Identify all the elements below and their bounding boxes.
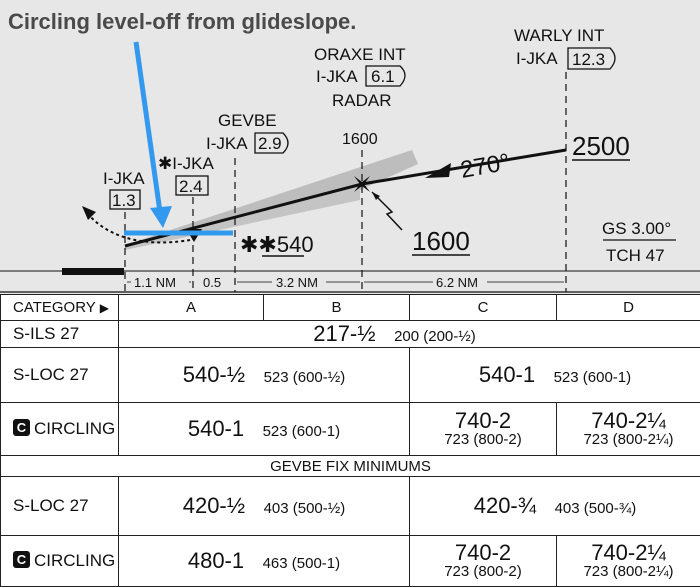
ijka-fix-dme: 1.3 — [112, 191, 136, 210]
circling-c-small: 723 (800-2) — [444, 432, 522, 448]
sils-row: S-ILS 27 217-½ 200 (200-½) — [1, 321, 700, 348]
circling-ab-small: 523 (600-1) — [263, 423, 341, 440]
minima-table: CATEGORY ▶ A B C D S-ILS 27 217-½ 200 (2… — [0, 294, 700, 587]
course-arrowhead — [425, 163, 451, 178]
category-header: CATEGORY ▶ — [1, 295, 119, 321]
gevbe-name: GEVBE — [218, 111, 277, 130]
category-b-header: B — [264, 295, 410, 321]
circling-arc-arrowhead — [82, 206, 96, 220]
gevbe-ident: I-JKA — [206, 134, 248, 153]
gevbe-title-row: GEVBE FIX MINIMUMS — [1, 456, 700, 477]
gevbe-circling-ab-small: 463 (500-1) — [263, 555, 341, 572]
sils-small: 200 (200-½) — [394, 328, 476, 345]
circling-fix-ident: ✱I-JKA — [158, 154, 214, 173]
circling-label: CIRCLING — [34, 419, 115, 438]
circling-c-big: 740-2 — [444, 409, 522, 432]
oraxe-ident: I-JKA — [316, 67, 358, 86]
gevbe-circling-c-big: 740-2 — [444, 541, 522, 564]
gevbe-altitude: ✱✱540 — [240, 232, 314, 257]
sloc-ab-small: 523 (600-½) — [264, 369, 346, 386]
sloc-cd-small: 523 (600-1) — [554, 369, 632, 386]
oraxe-gs-altitude: 1600 — [412, 226, 470, 256]
profile-view: Circling level-off from glideslope. WARL… — [0, 0, 700, 296]
category-a-header: A — [119, 295, 264, 321]
gevbe-circling-ab-minima: 480-1 463 (500-1) — [119, 536, 410, 587]
circling-ab-big: 540-1 — [188, 416, 244, 441]
circling-fix-dme: 2.4 — [179, 177, 203, 196]
gevbe-circling-label: CIRCLING — [34, 551, 115, 570]
sloc-ab-big: 540-½ — [183, 362, 245, 387]
circling-ab-minima: 540-1 523 (600-1) — [119, 403, 410, 456]
warly-name: WARLY INT — [514, 26, 604, 45]
oraxe-dme: 6.1 — [371, 67, 395, 86]
approach-profile-chart: Circling level-off from glideslope. WARL… — [0, 0, 700, 574]
gevbe-sloc-cd-small: 403 (500-¾) — [555, 500, 637, 517]
gevbe-circling-badge-icon: C — [13, 551, 30, 568]
gevbe-circling-d-small: 723 (800-2¼) — [583, 564, 673, 580]
distance-3: 3.2 NM — [276, 275, 318, 290]
distance-4: 6.2 NM — [436, 275, 478, 290]
gs-angle: GS 3.00° — [602, 219, 671, 238]
gevbe-circling-c-small: 723 (800-2) — [444, 564, 522, 580]
callout-text: Circling level-off from glideslope. — [8, 9, 356, 34]
category-d-header: D — [557, 295, 700, 321]
warly-altitude: 2500 — [572, 131, 630, 161]
gevbe-dme: 2.9 — [258, 134, 282, 153]
sloc-cd-minima: 540-1 523 (600-1) — [410, 348, 700, 403]
circling-d-small: 723 (800-2¼) — [583, 432, 673, 448]
callout-arrow-head-icon — [150, 206, 172, 228]
gevbe-sloc-ab-minima: 420-½ 403 (500-½) — [119, 477, 410, 536]
ijka-fix-ident: I-JKA — [103, 169, 145, 188]
warly-dme: 12.3 — [572, 50, 605, 69]
circling-badge-icon: C — [13, 419, 30, 436]
distance-2: 0.5 — [203, 275, 221, 290]
sloc-cd-big: 540-1 — [479, 362, 535, 387]
sloc-label: S-LOC 27 — [1, 348, 119, 403]
tch: TCH 47 — [606, 246, 665, 265]
gevbe-circling-ab-big: 480-1 — [188, 548, 244, 573]
gevbe-sloc-ab-small: 403 (500-½) — [264, 500, 346, 517]
gevbe-circling-d-big: 740-2¼ — [583, 541, 673, 564]
sloc-ab-minima: 540-½ 523 (600-½) — [119, 348, 410, 403]
gevbe-sloc-ab-big: 420-½ — [183, 493, 245, 518]
category-c-header: C — [410, 295, 557, 321]
oraxe-note: RADAR — [332, 91, 392, 110]
distance-1: 1.1 NM — [134, 275, 176, 290]
circling-d-big: 740-2¼ — [583, 409, 673, 432]
course-label: 270° — [458, 149, 512, 184]
minima-header-row: CATEGORY ▶ A B C D — [1, 295, 700, 321]
oraxe-name: ORAXE INT — [314, 45, 406, 64]
sils-minima: 217-½ 200 (200-½) — [119, 321, 700, 348]
gevbe-sloc-cd-big: 420-¾ — [474, 493, 536, 518]
gevbe-fix-minimums-title: GEVBE FIX MINIMUMS — [1, 456, 700, 477]
warly-ident: I-JKA — [516, 49, 558, 68]
sloc-row: S-LOC 27 540-½ 523 (600-½) 540-1 523 (60… — [1, 348, 700, 403]
gevbe-sloc-cd-minima: 420-¾ 403 (500-¾) — [410, 477, 700, 536]
sils-big: 217-½ — [313, 321, 375, 346]
gevbe-sloc-label: S-LOC 27 — [1, 477, 119, 536]
sils-label: S-ILS 27 — [1, 321, 119, 348]
oraxe-altitude: 1600 — [342, 131, 378, 148]
gevbe-sloc-row: S-LOC 27 420-½ 403 (500-½) 420-¾ 403 (50… — [1, 477, 700, 536]
